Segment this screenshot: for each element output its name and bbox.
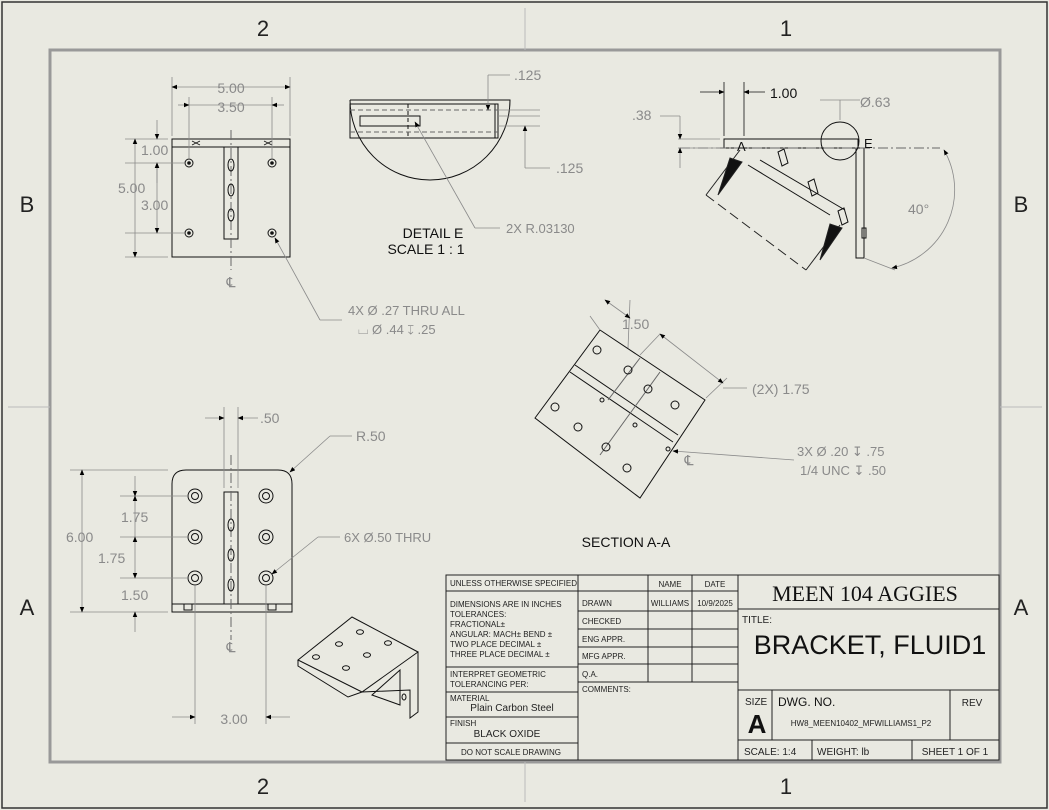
side-dim-dia-63: Ø.63: [860, 94, 891, 110]
tb-do-not-scale: DO NOT SCALE DRAWING: [461, 748, 561, 757]
section-title: SECTION A-A: [582, 534, 671, 550]
tb-weight: WEIGHT: lb: [817, 747, 870, 758]
hole-note-line2: ⌴ Ø .44 ↧ .25: [358, 322, 436, 337]
tb-drawn: DRAWN: [582, 599, 612, 608]
tb-drawn-name: WILLIAMS: [651, 599, 689, 608]
bottom-dim-1-75-a: 1.75: [121, 509, 148, 525]
bottom-dim-6-00: 6.00: [66, 529, 93, 545]
bottom-centerline: ℄: [226, 639, 236, 655]
tb-mfg-appr: MFG APPR.: [582, 652, 626, 661]
tb-scale: SCALE: 1:4: [744, 747, 797, 758]
tb-interpret: INTERPRET GEOMETRIC: [450, 670, 546, 679]
tb-date-header: DATE: [705, 580, 726, 589]
detail-title: DETAIL E: [403, 225, 464, 241]
tap-note-line1: 3X Ø .20 ↧ .75: [797, 444, 885, 459]
bottom-view-dimensions: [70, 407, 352, 724]
detail-scale: SCALE 1 : 1: [387, 241, 464, 257]
side-view: [680, 121, 940, 259]
tap-note-line2: 1/4 UNC ↧ .50: [800, 463, 886, 478]
detail-callout-e: E: [864, 136, 873, 151]
section-view: [534, 329, 706, 499]
tb-drawn-date: 10/9/2025: [697, 599, 733, 608]
dim-5-00-horizontal: 5.00: [217, 80, 244, 96]
bottom-dim-1-50: 1.50: [121, 587, 148, 603]
zone-label-right-a: A: [1014, 595, 1029, 620]
dim-5-00-vertical: 5.00: [118, 180, 145, 196]
tb-dwg-number: HW8_MEEN10402_MFWILLIAMS1_P2: [791, 719, 932, 728]
tb-comments: COMMENTS:: [582, 685, 631, 694]
tb-size-label: SIZE: [745, 697, 768, 708]
section-dim-2x-1-75: (2X) 1.75: [752, 381, 810, 397]
hole-note-line1: 4X Ø .27 THRU ALL: [348, 303, 465, 318]
tb-tolerances: TOLERANCES:: [450, 610, 506, 619]
side-dim-1-00: 1.00: [770, 85, 797, 101]
tb-size: A: [748, 709, 767, 739]
bottom-dim-r50: R.50: [356, 428, 386, 444]
tb-eng-appr: ENG APPR.: [582, 635, 625, 644]
dim-1-00: 1.00: [141, 142, 168, 158]
detail-dim-125-bottom: .125: [556, 160, 583, 176]
tb-dwg-label: DWG. NO.: [778, 695, 835, 709]
detail-e-dimensions: [414, 74, 550, 229]
zone-label-right-b: B: [1014, 192, 1029, 217]
zone-label-left-b: B: [20, 192, 35, 217]
zone-label-top-2: 2: [257, 16, 269, 41]
tb-rev-label: REV: [962, 698, 983, 709]
centerline-symbol: ℄: [226, 274, 236, 290]
zone-label-top-1: 1: [780, 16, 792, 41]
tb-tolerancing-per: TOLERANCING PER:: [450, 680, 529, 689]
tb-finish: BLACK OXIDE: [474, 729, 541, 740]
tb-company: MEEN 104 AGGIES: [772, 581, 958, 606]
side-dim-40-deg: 40°: [908, 201, 929, 217]
bottom-dim-1-75-b: 1.75: [98, 550, 125, 566]
section-dim-1-50: 1.50: [622, 316, 649, 332]
section-cut-line: [705, 149, 843, 271]
zone-label-bottom-1: 1: [780, 774, 792, 799]
bottom-dim-50: .50: [260, 410, 280, 426]
tb-title-label: TITLE:: [742, 615, 772, 626]
section-label-a: A: [737, 139, 746, 154]
detail-radius-note: 2X R.03130: [506, 221, 575, 236]
zone-label-bottom-2: 2: [257, 774, 269, 799]
detail-e-view: [349, 99, 511, 181]
tb-angular: ANGULAR: MACH± BEND ±: [450, 630, 553, 639]
tb-dims: DIMENSIONS ARE IN INCHES: [450, 600, 562, 609]
tb-unless: UNLESS OTHERWISE SPECIFIED:: [450, 579, 579, 588]
tb-sheet: SHEET 1 OF 1: [922, 747, 989, 758]
dim-3-00: 3.00: [141, 197, 168, 213]
isometric-view: [297, 616, 419, 719]
tb-qa: Q.A.: [582, 670, 598, 679]
tb-material-label: MATERIAL: [450, 694, 490, 703]
bottom-dim-3-00: 3.00: [220, 711, 247, 727]
tb-three-place: THREE PLACE DECIMAL ±: [450, 650, 550, 659]
section-dimensions: [589, 299, 795, 461]
tb-two-place: TWO PLACE DECIMAL ±: [450, 640, 542, 649]
side-view-dimensions: [660, 82, 956, 271]
bottom-view: [171, 455, 293, 640]
dim-3-50: 3.50: [217, 99, 244, 115]
bottom-hole-note: 6X Ø.50 THRU: [344, 530, 431, 545]
tb-title: BRACKET, FLUID1: [754, 630, 987, 660]
tb-name-header: NAME: [658, 580, 681, 589]
tb-checked: CHECKED: [582, 617, 621, 626]
tb-fractional: FRACTIONAL±: [450, 620, 506, 629]
title-block: [445, 574, 1000, 761]
side-dim-38: .38: [632, 107, 652, 123]
tb-material: Plain Carbon Steel: [470, 703, 553, 714]
tb-finish-label: FINISH: [450, 719, 476, 728]
zone-label-left-a: A: [20, 595, 35, 620]
detail-dim-125-top: .125: [514, 67, 541, 83]
section-centerline: ℄: [684, 452, 694, 468]
front-view-dimensions: [125, 77, 342, 321]
